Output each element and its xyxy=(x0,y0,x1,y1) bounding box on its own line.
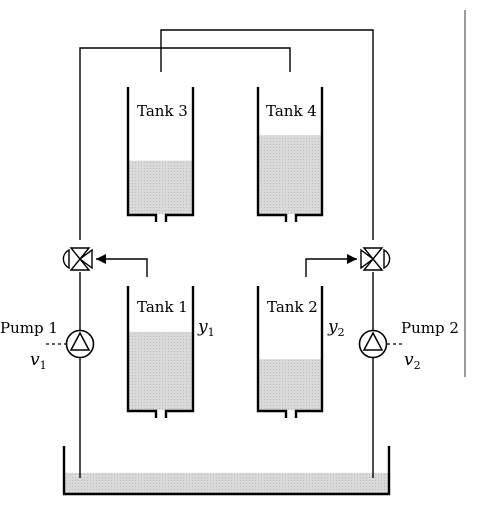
reservoir xyxy=(62,446,391,496)
tank-4-water xyxy=(259,135,321,214)
pump-2 xyxy=(358,329,388,359)
pipe-valve2-to-tank2 xyxy=(305,258,357,277)
tank-3-water xyxy=(129,160,192,214)
arrow-to-tank2-icon xyxy=(347,254,357,264)
pump-1 xyxy=(65,329,95,359)
tank-1 xyxy=(126,286,195,418)
tank-2 xyxy=(256,286,324,418)
pipe-valve2-to-tank3 xyxy=(160,29,374,240)
pipe-valve1-to-tank1 xyxy=(96,258,148,277)
pump-2-input-label: v2 xyxy=(404,350,421,372)
tank-3-label: Tank 3 xyxy=(137,102,188,120)
tank-2-label: Tank 2 xyxy=(267,298,318,316)
tank-3 xyxy=(126,87,195,222)
tank-4 xyxy=(256,87,324,222)
tank-1-label: Tank 1 xyxy=(137,298,188,316)
valve-2-icon xyxy=(360,247,391,271)
tank-1-water xyxy=(129,331,192,410)
tank-1-output-label: y1 xyxy=(197,317,215,339)
pump-1-label: Pump 1 xyxy=(0,319,58,337)
valve-1-icon xyxy=(62,247,93,271)
tank-4-label: Tank 4 xyxy=(266,102,317,120)
pump-2-label: Pump 2 xyxy=(401,319,459,337)
tank-2-output-label: y2 xyxy=(327,317,345,339)
arrow-to-tank1-icon xyxy=(96,254,106,264)
pipe-network xyxy=(79,29,374,478)
pump-1-input-label: v1 xyxy=(30,350,47,372)
pipe-valve1-to-tank4 xyxy=(79,47,291,240)
pump-1-triangle-icon xyxy=(69,331,91,351)
pump-2-triangle-icon xyxy=(362,331,384,351)
reservoir-water xyxy=(65,472,388,493)
tank-2-water xyxy=(259,359,321,410)
